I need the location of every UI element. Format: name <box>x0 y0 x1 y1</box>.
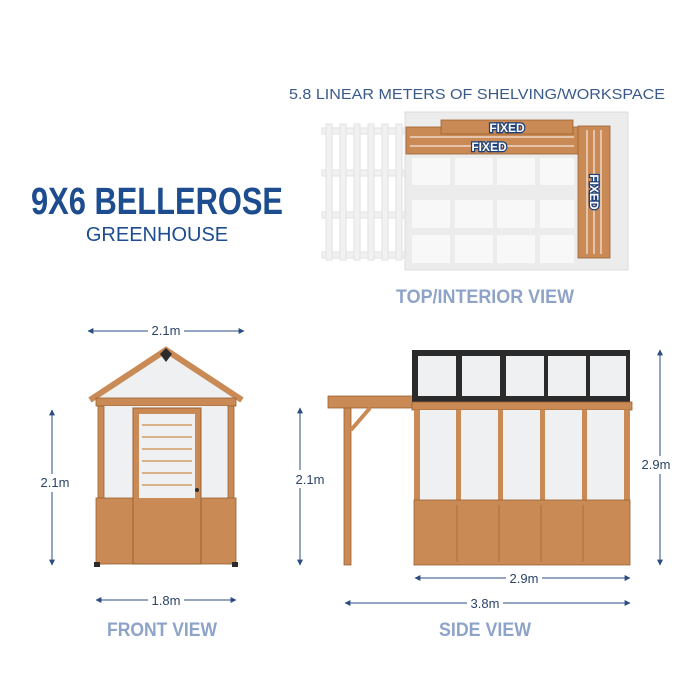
product-title: 9X6 BELLEROSE <box>31 181 283 223</box>
side-total-height: 2.9m <box>642 457 671 472</box>
side-pergola-height: 2.1m <box>296 472 325 487</box>
top-view-label: TOP/INTERIOR VIEW <box>396 287 574 308</box>
side-view-label: SIDE VIEW <box>439 620 531 641</box>
fixed-label-back: FIXED <box>471 140 507 154</box>
front-base-width: 1.8m <box>152 593 181 608</box>
pergola-lattice <box>321 123 407 261</box>
pergola-beam <box>327 395 415 409</box>
product-subtitle: GREENHOUSE <box>86 224 228 246</box>
side-lower-panel <box>413 499 631 566</box>
front-height: 2.1m <box>41 475 70 490</box>
side-dimensions: 2.1m 2.9m 2.9m 3.8m <box>290 349 676 611</box>
side-total-length: 3.8m <box>471 596 500 611</box>
front-dimensions: 2.1m 2.1m 1.8m <box>36 322 245 608</box>
door-handle-icon <box>195 488 199 492</box>
upper-shelf <box>440 119 574 135</box>
fixed-label-side: FIXED <box>587 174 601 210</box>
shelving-caption: 5.8 LINEAR METERS OF SHELVING/WORKSPACE <box>289 86 665 103</box>
side-view-drawing <box>327 350 633 566</box>
fixed-label-upper: FIXED <box>489 121 525 135</box>
front-view-drawing <box>88 346 244 567</box>
top-view-drawing: FIXED FIXED FIXED <box>321 111 629 271</box>
front-top-width: 2.1m <box>152 323 181 338</box>
side-body-length: 2.9m <box>510 571 539 586</box>
front-view-label: FRONT VIEW <box>107 620 217 641</box>
pergola-post <box>343 407 352 566</box>
